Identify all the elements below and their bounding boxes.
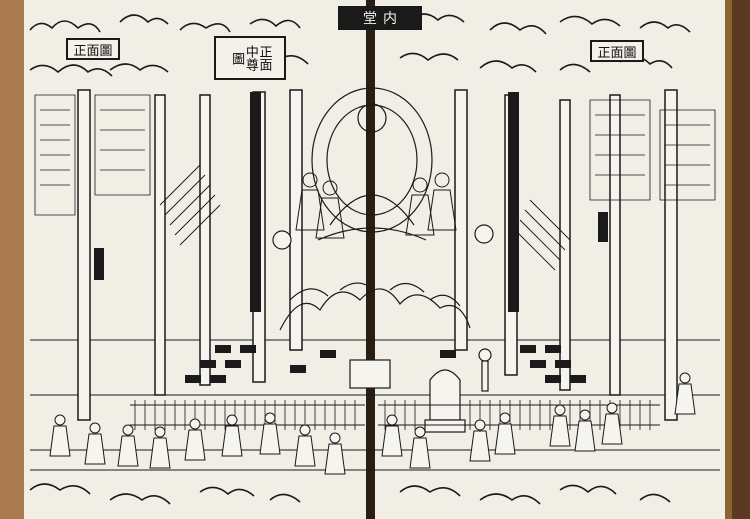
label-top-right: 正面圖 [590,40,644,62]
label-center-left-col2: 中尊 [242,45,258,71]
label-top-right-text: 正面圖 [597,45,637,61]
label-top-left: 正面圖 [66,38,120,60]
label-top-left-text: 正面圖 [73,43,113,59]
spine [366,0,375,519]
label-top-title-left: 堂 [363,11,377,27]
label-center-left: 圖 中尊 正面 [214,36,286,80]
label-center-left-col3: 正面 [256,45,272,71]
label-top-title: 堂 内 [338,6,422,30]
label-top-title-right: 内 [383,11,397,27]
label-center-left-col4: 圖 [229,51,245,65]
